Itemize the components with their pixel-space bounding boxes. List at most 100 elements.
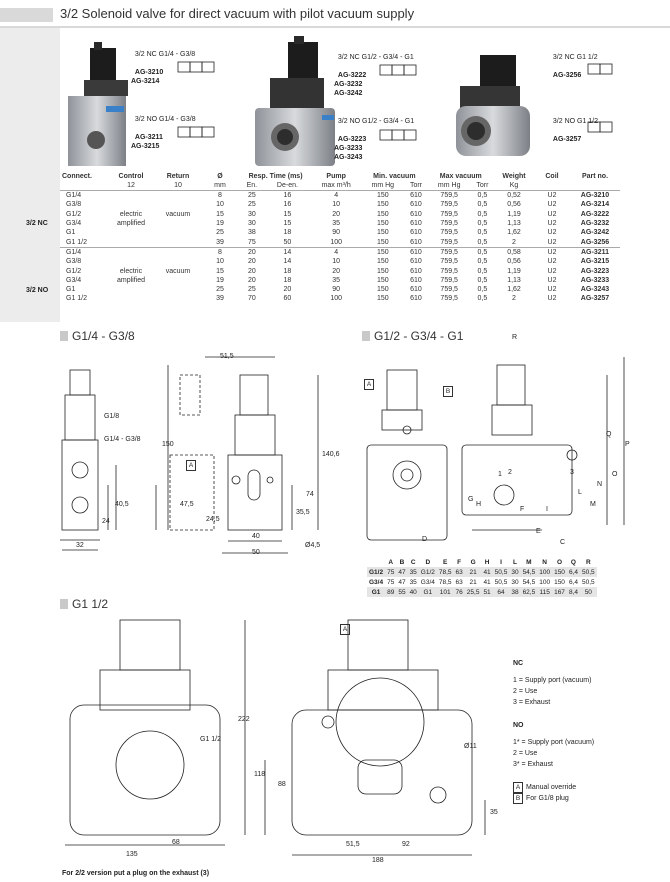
- cell-control: [106, 257, 156, 266]
- legend-nc-1: 1 = Supply port (vacuum): [513, 677, 592, 684]
- cell-min-mmhg: 150: [376, 220, 389, 228]
- dims-cell: 50: [579, 587, 597, 597]
- dims-cell: 47: [398, 578, 406, 586]
- cell-max-mmhg: 759,5: [440, 210, 458, 218]
- dim-small-4: 47,5: [180, 501, 194, 508]
- dim-small-12: 24: [102, 518, 110, 525]
- cell-max-torr: 0,5: [477, 192, 488, 200]
- dims-cell: 62,5: [520, 587, 538, 597]
- cell-coil: U2: [547, 295, 557, 303]
- dims-cell: 63: [453, 567, 465, 577]
- cell-resp-en: 20: [247, 276, 256, 284]
- cell-resp-en: 75: [247, 238, 256, 246]
- cell-control: amplified: [116, 220, 145, 228]
- cell-max-torr: 0,5: [477, 286, 488, 294]
- dims-cell: G3/4: [369, 578, 384, 586]
- cell-min-torr: 610: [410, 210, 422, 218]
- cell-min-torr: 610: [410, 201, 422, 209]
- dims-cell: 30: [509, 567, 521, 577]
- dim-mid-F: F: [520, 506, 525, 513]
- cell-weight: 1,62: [507, 229, 521, 237]
- cell-dia: 25: [216, 229, 224, 237]
- dim-mid-O: O: [612, 471, 618, 478]
- cell-resp-de: 14: [283, 258, 292, 266]
- cell-control: [106, 228, 156, 237]
- cell-pump: 35: [332, 220, 341, 228]
- dims-cell: 78,5: [436, 567, 454, 577]
- cell-resp-en: 20: [247, 248, 256, 256]
- dims-cell: 47: [396, 567, 408, 577]
- dims-cell: 35: [409, 578, 417, 586]
- cell-coil: U2: [547, 276, 557, 284]
- cell-pump: 4: [334, 248, 339, 256]
- cell-weight: 1,13: [507, 220, 521, 228]
- cell-max-mmhg: 759,5: [440, 201, 458, 209]
- dims-cell: 40: [407, 587, 419, 597]
- cell-part-no: AG-3215: [580, 258, 610, 266]
- dim-small-5: 24,5: [206, 516, 220, 523]
- cell-max-mmhg: 759,5: [440, 229, 458, 237]
- cell-control: [106, 200, 156, 209]
- cell-control: [106, 294, 156, 303]
- group-label-no: 3/2 NO: [26, 287, 49, 294]
- cell-dia: 39: [216, 238, 224, 246]
- dims-header-cell: D: [418, 557, 437, 567]
- port-mid-2: 2: [508, 469, 512, 476]
- cell-min-torr: 610: [410, 229, 422, 237]
- cell-control: [106, 191, 156, 201]
- dim-mid-D: D: [422, 536, 428, 543]
- cell-max-mmhg: 759,5: [440, 276, 458, 284]
- dims-cell: 75: [387, 578, 395, 586]
- section-head-small: G1/4 - G3/8: [60, 329, 135, 343]
- dims-cell: 150: [554, 578, 565, 586]
- cell-connect: G1 1/2: [66, 238, 88, 246]
- cell-pump: 90: [332, 286, 341, 294]
- cell-part-no: AG-3243: [580, 286, 610, 294]
- valve-symbols: [177, 61, 613, 141]
- dims-header-cell: I: [492, 557, 510, 567]
- dims-cell: 54,5: [522, 578, 536, 586]
- label-no-large: 3/2 NO G1 1/2 AG-3257: [552, 118, 599, 143]
- cell-control: [106, 247, 156, 257]
- dims-cell: 6,4: [566, 567, 580, 577]
- dims-header-cell: B: [396, 557, 408, 567]
- dim-large-w2: 68: [172, 839, 180, 846]
- dims-header-cell: O: [552, 557, 567, 567]
- side-band: [0, 28, 60, 322]
- cell-max-mmhg: 759,5: [440, 295, 458, 303]
- cell-pump: 100: [330, 238, 342, 246]
- dims-cell: 35: [407, 567, 419, 577]
- cell-control: amplified: [116, 276, 145, 284]
- cell-coil: U2: [547, 201, 557, 209]
- cell-part-no: AG-3214: [580, 201, 610, 209]
- spec-subheader-row: 12 10 mm En. De-en. max m³/h mm Hg Torr …: [60, 181, 620, 191]
- dims-cell: 6,4: [568, 578, 578, 586]
- dims-cell: G1: [418, 587, 437, 597]
- cell-dia: 8: [218, 192, 222, 200]
- cell-max-torr: 0,5: [477, 295, 488, 303]
- cell-resp-en: 25: [247, 201, 256, 209]
- cell-resp-en: 70: [247, 295, 256, 303]
- cell-return: [156, 276, 200, 285]
- marker-b-mid: B: [443, 380, 456, 398]
- cell-connect: G1: [66, 229, 76, 237]
- cell-pump: 4: [334, 192, 339, 200]
- dim-large-h2: 88: [278, 781, 286, 788]
- dim-small-8: 40: [252, 533, 260, 540]
- cell-pump: 100: [330, 295, 342, 303]
- cell-part-no: AG-3210: [580, 192, 610, 200]
- cell-resp-en: 25: [247, 286, 256, 294]
- dim-mid-L: L: [578, 489, 582, 496]
- dims-cell: G1/2: [418, 567, 437, 577]
- dim-large-w3: 51,5: [346, 841, 360, 848]
- dims-cell: 150: [552, 567, 567, 577]
- cell-return: vacuum: [165, 210, 191, 218]
- legend-no-1: 1* = Supply port (vacuum): [513, 739, 595, 746]
- marker-a-large: A: [340, 618, 353, 636]
